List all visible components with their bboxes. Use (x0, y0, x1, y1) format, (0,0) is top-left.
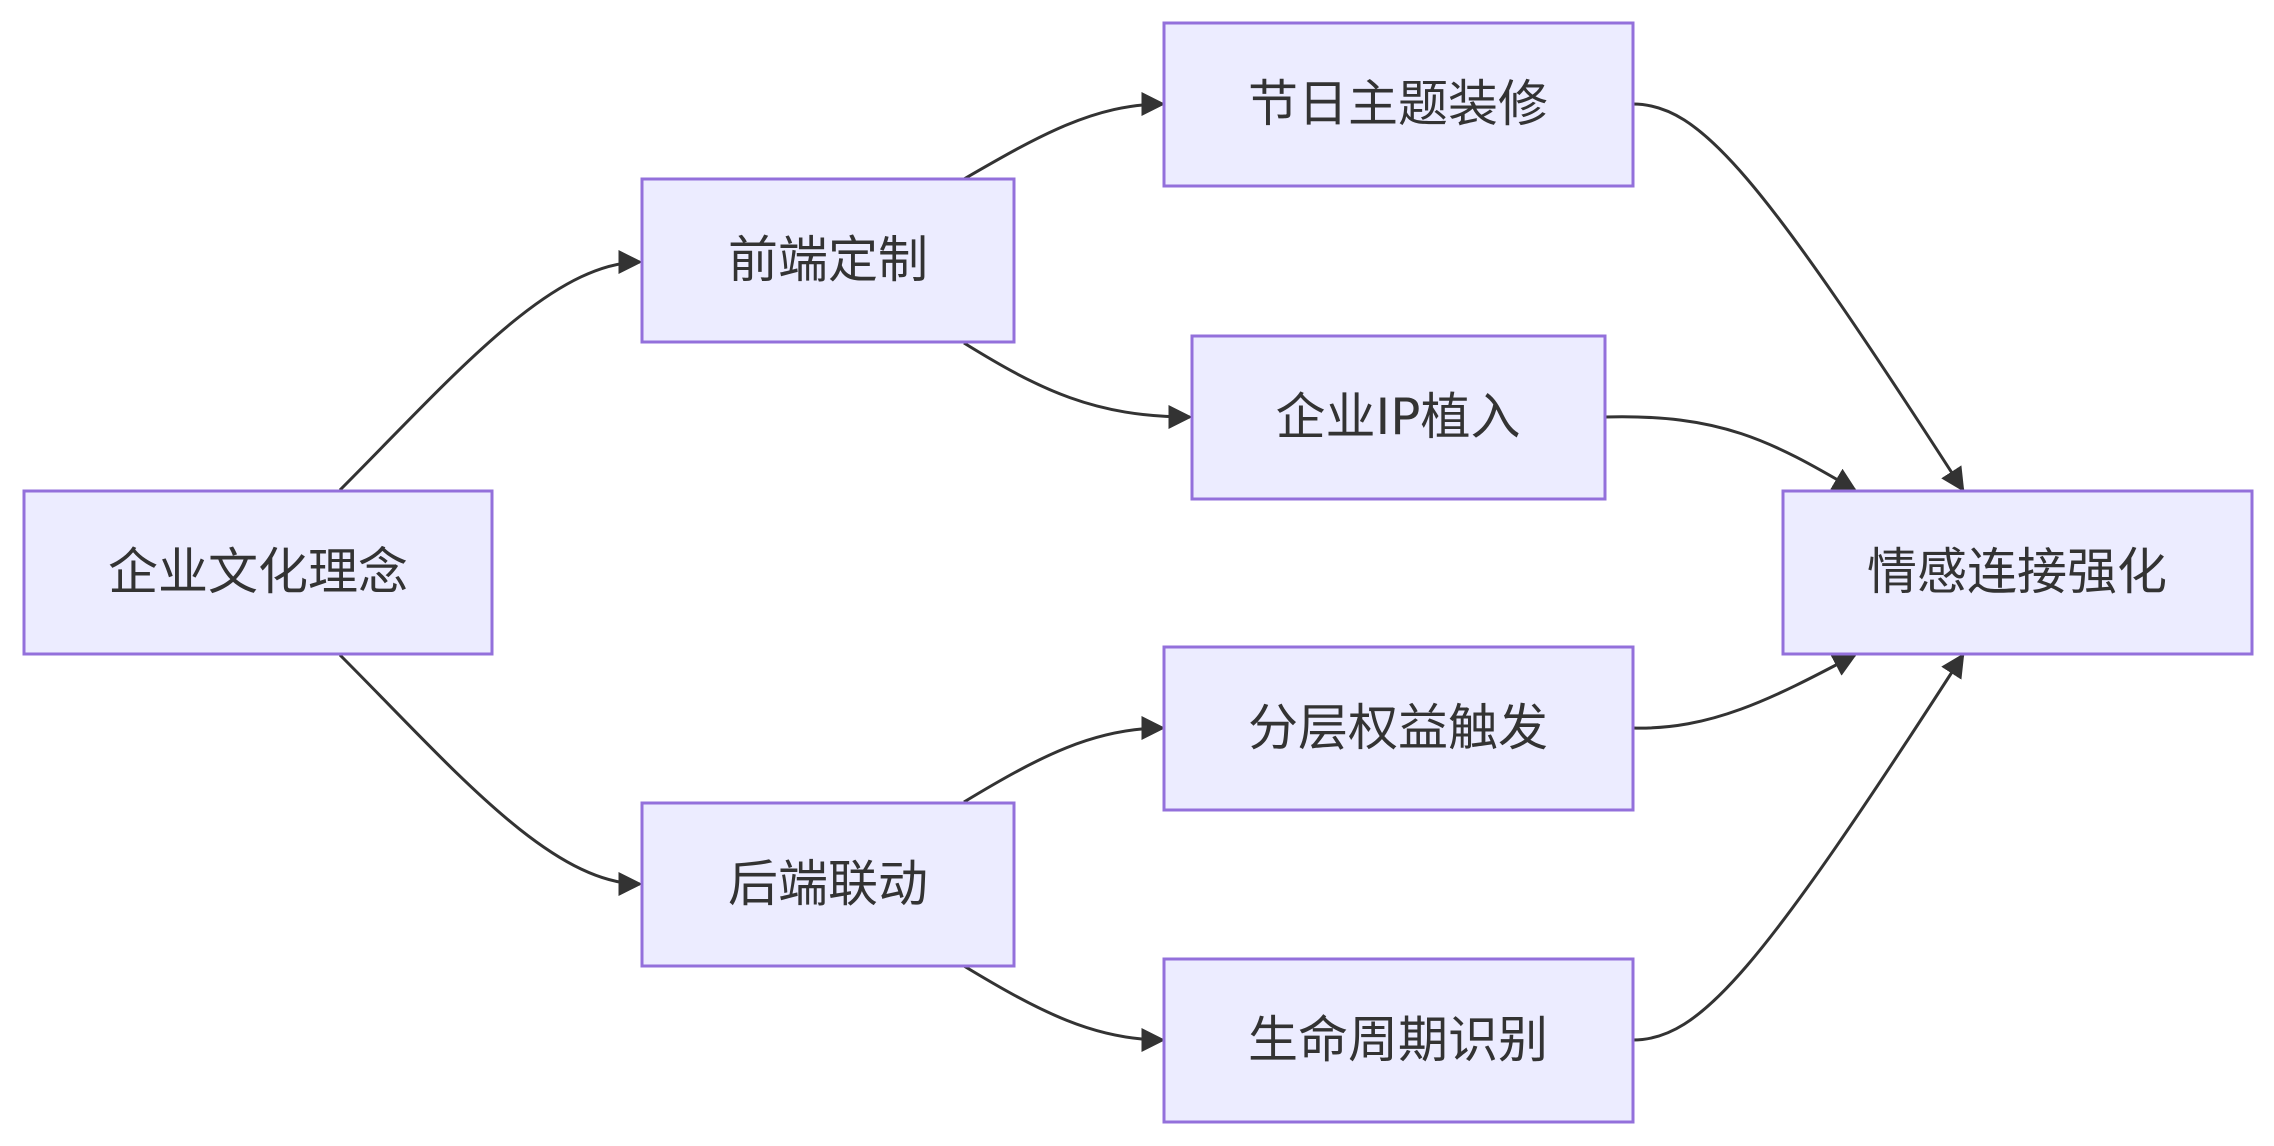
edge-front-to-ip (963, 341, 1193, 429)
node-lifecycle-label: 生命周期识别 (1248, 1011, 1548, 1069)
edge-root-to-front (338, 250, 643, 492)
node-root: 企业文化理念 (22, 489, 494, 656)
node-result-label: 情感连接强化 (1867, 543, 2167, 601)
edge-front-to-holiday (963, 92, 1166, 181)
node-tier: 分层权益触发 (1162, 645, 1635, 812)
node-back-label: 后端联动 (728, 855, 928, 913)
edge-tier-to-result (1632, 653, 1858, 730)
node-ip: 企业IP植入 (1190, 334, 1607, 501)
node-result: 情感连接强化 (1781, 489, 2254, 656)
node-holiday: 节日主题装修 (1162, 21, 1635, 188)
edge-lifecycle-to-result (1632, 652, 1965, 1042)
edge-holiday-to-result (1632, 102, 1965, 493)
node-root-label: 企业文化理念 (108, 543, 408, 601)
node-holiday-label: 节日主题装修 (1248, 75, 1548, 133)
edge-ip-to-result (1604, 415, 1858, 492)
edges (338, 92, 1965, 1052)
edge-back-to-tier (963, 716, 1166, 804)
node-front-label: 前端定制 (728, 231, 928, 289)
node-front: 前端定制 (640, 177, 1016, 344)
node-lifecycle: 生命周期识别 (1162, 957, 1635, 1124)
edge-back-to-lifecycle (963, 964, 1166, 1052)
node-ip-label: 企业IP植入 (1276, 388, 1521, 446)
node-tier-label: 分层权益触发 (1248, 699, 1548, 757)
edge-root-to-back (338, 653, 643, 896)
node-back: 后端联动 (640, 801, 1016, 968)
